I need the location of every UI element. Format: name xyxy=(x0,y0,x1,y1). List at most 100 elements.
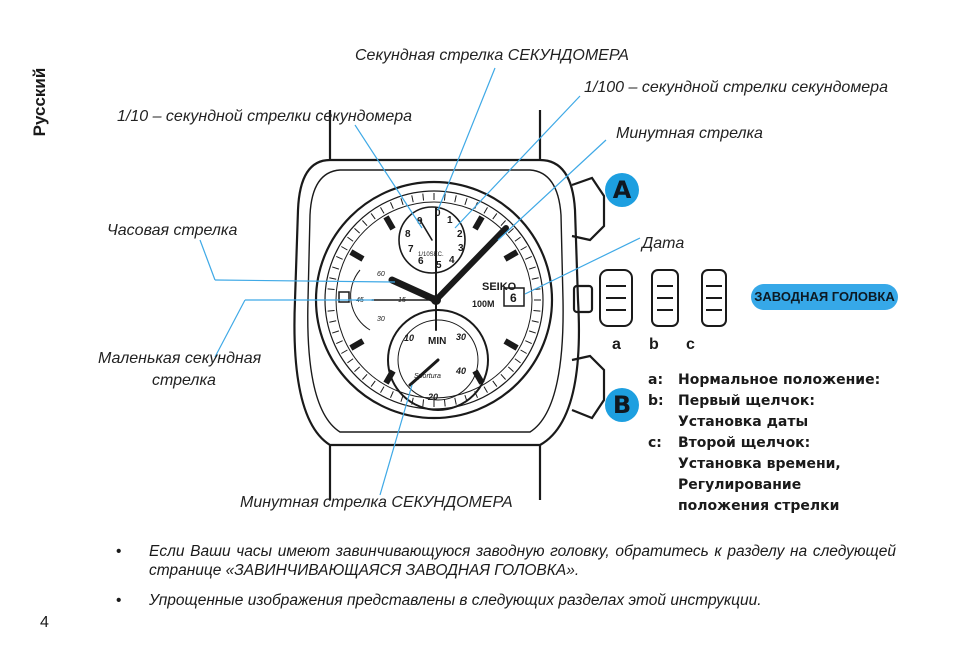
minute-tick xyxy=(533,309,541,312)
callout-small-second-hand-line1: Маленькая секундная xyxy=(98,350,262,367)
minute-hand xyxy=(433,225,509,303)
crown-label: ЗАВОДНАЯ ГОЛОВКА xyxy=(751,284,898,310)
subdial-top-num: 6 xyxy=(418,256,424,267)
hour-index xyxy=(383,215,396,231)
note-text: Упрощенные изображения представлены в сл… xyxy=(149,592,762,609)
minute-tick xyxy=(531,320,539,323)
minute-tick xyxy=(380,207,385,214)
date-window xyxy=(503,287,525,307)
minute-tick xyxy=(336,340,343,344)
hour-index xyxy=(503,249,519,262)
watch-case-inner xyxy=(307,169,564,433)
minute-tick xyxy=(400,198,404,206)
minute-tick xyxy=(464,198,468,206)
crown-position-b: b xyxy=(649,336,659,353)
leader-date xyxy=(524,237,641,295)
minute-tick xyxy=(525,256,532,260)
callout-hundredth-hand: 1/100 – секундной стрелки секундомера xyxy=(584,79,888,96)
minute-tick xyxy=(336,256,343,260)
strap-top xyxy=(328,110,542,160)
dial-depth: 100M xyxy=(472,299,495,309)
minute-tick xyxy=(525,340,532,344)
minute-tick xyxy=(514,358,521,364)
dial-date: 6 xyxy=(510,291,517,305)
minute-tick xyxy=(354,366,361,372)
minute-tick xyxy=(347,236,354,242)
minute-tick xyxy=(347,358,354,364)
strap-bottom xyxy=(328,445,542,500)
leader-minute xyxy=(497,139,607,241)
minute-tick xyxy=(329,320,337,323)
watch-case-outer xyxy=(293,158,581,447)
small-second-dial xyxy=(350,269,371,331)
callout-small-second-hand-line2: стрелка xyxy=(152,372,216,389)
minute-tick xyxy=(329,277,337,280)
callout-minute-hand: Минутная стрелка xyxy=(616,125,763,142)
tenth-hand xyxy=(419,219,433,241)
legend-row-c: c: Второй щелчок: Установка времени, Рег… xyxy=(648,433,880,517)
minute-tick xyxy=(341,349,348,354)
callout-tenth-hand: 1/10 – секундной стрелки секундомера xyxy=(117,108,413,125)
minute-tick xyxy=(422,193,425,201)
minute-tick xyxy=(370,213,376,220)
subdial-bottom-label: MIN xyxy=(428,336,446,347)
subdial-top-num: 1 xyxy=(447,215,453,226)
minute-tick xyxy=(443,399,446,407)
minute-tick xyxy=(483,386,488,393)
callout-hour-hand: Часовая стрелка xyxy=(107,222,238,239)
minute-tick xyxy=(514,236,521,242)
crown-positions-legend: a: Нормальное положение: b: Первый щелчо… xyxy=(648,370,880,517)
button-a-label: A xyxy=(605,173,639,207)
minute-tick xyxy=(362,220,368,227)
subdial-bottom-num: 40 xyxy=(455,366,466,376)
note-text: Если Ваши часы имеют завинчивающуюся зав… xyxy=(149,543,896,579)
leader-chrono-second xyxy=(437,67,496,211)
subdial-top-num: 7 xyxy=(408,244,414,255)
callout-chrono-second-hand: Секундная стрелка СЕКУНДОМЕРА xyxy=(355,47,629,64)
crown-a-shape xyxy=(599,269,633,327)
minute-tick xyxy=(520,349,527,354)
hour-index xyxy=(383,369,396,385)
leader-small-second xyxy=(214,299,246,358)
minute-tick xyxy=(500,220,506,227)
subdial-top-num: 8 xyxy=(405,229,411,240)
hour-index xyxy=(472,215,485,231)
minute-tick xyxy=(507,366,514,372)
subdial-top-num: 0 xyxy=(435,208,441,219)
subdial-top-num: 2 xyxy=(457,229,463,240)
minute-tick xyxy=(327,288,335,291)
dial-brand: SEIKO xyxy=(482,281,517,293)
minute-tick xyxy=(454,397,457,405)
minute-tick xyxy=(483,207,488,214)
note-item: • Упрощенные изображения представлены в … xyxy=(116,591,896,610)
minute-tick xyxy=(332,266,340,270)
legend-key: c: xyxy=(648,435,662,451)
subdial-top-num: 5 xyxy=(436,260,442,271)
crown-shape xyxy=(572,284,594,314)
subdial-bottom-num: 10 xyxy=(404,333,414,343)
legend-text: Регулирование xyxy=(678,477,802,493)
notes-list: • Если Ваши часы имеют завинчивающуюся з… xyxy=(116,542,896,621)
small-sec-num: 30 xyxy=(377,316,385,323)
minute-tick xyxy=(380,386,385,393)
subdial-bottom-num: 30 xyxy=(456,332,466,342)
minute-tick xyxy=(500,373,506,380)
legend-text: Второй щелчок: xyxy=(678,435,811,451)
pusher-b-shape xyxy=(571,354,606,420)
subdial-top-num: 3 xyxy=(458,243,464,254)
legend-text: Установка времени, xyxy=(678,456,841,472)
button-b-label: B xyxy=(605,388,639,422)
legend-text: Нормальное положение: xyxy=(678,372,881,388)
subdial-top-label: 1/10SEC. xyxy=(418,252,444,258)
legend-text: положения стрелки xyxy=(678,498,840,514)
minute-tick xyxy=(443,193,446,201)
subdial-tenth xyxy=(398,206,466,274)
hour-hand xyxy=(388,276,440,304)
bullet-icon: • xyxy=(116,543,122,560)
subdial-top-num: 4 xyxy=(449,255,455,266)
callout-date: Дата xyxy=(642,235,685,252)
legend-row-a: a: Нормальное положение: xyxy=(648,370,880,391)
leader-chrono-minute xyxy=(379,384,413,496)
legend-text: Установка даты xyxy=(678,414,809,430)
